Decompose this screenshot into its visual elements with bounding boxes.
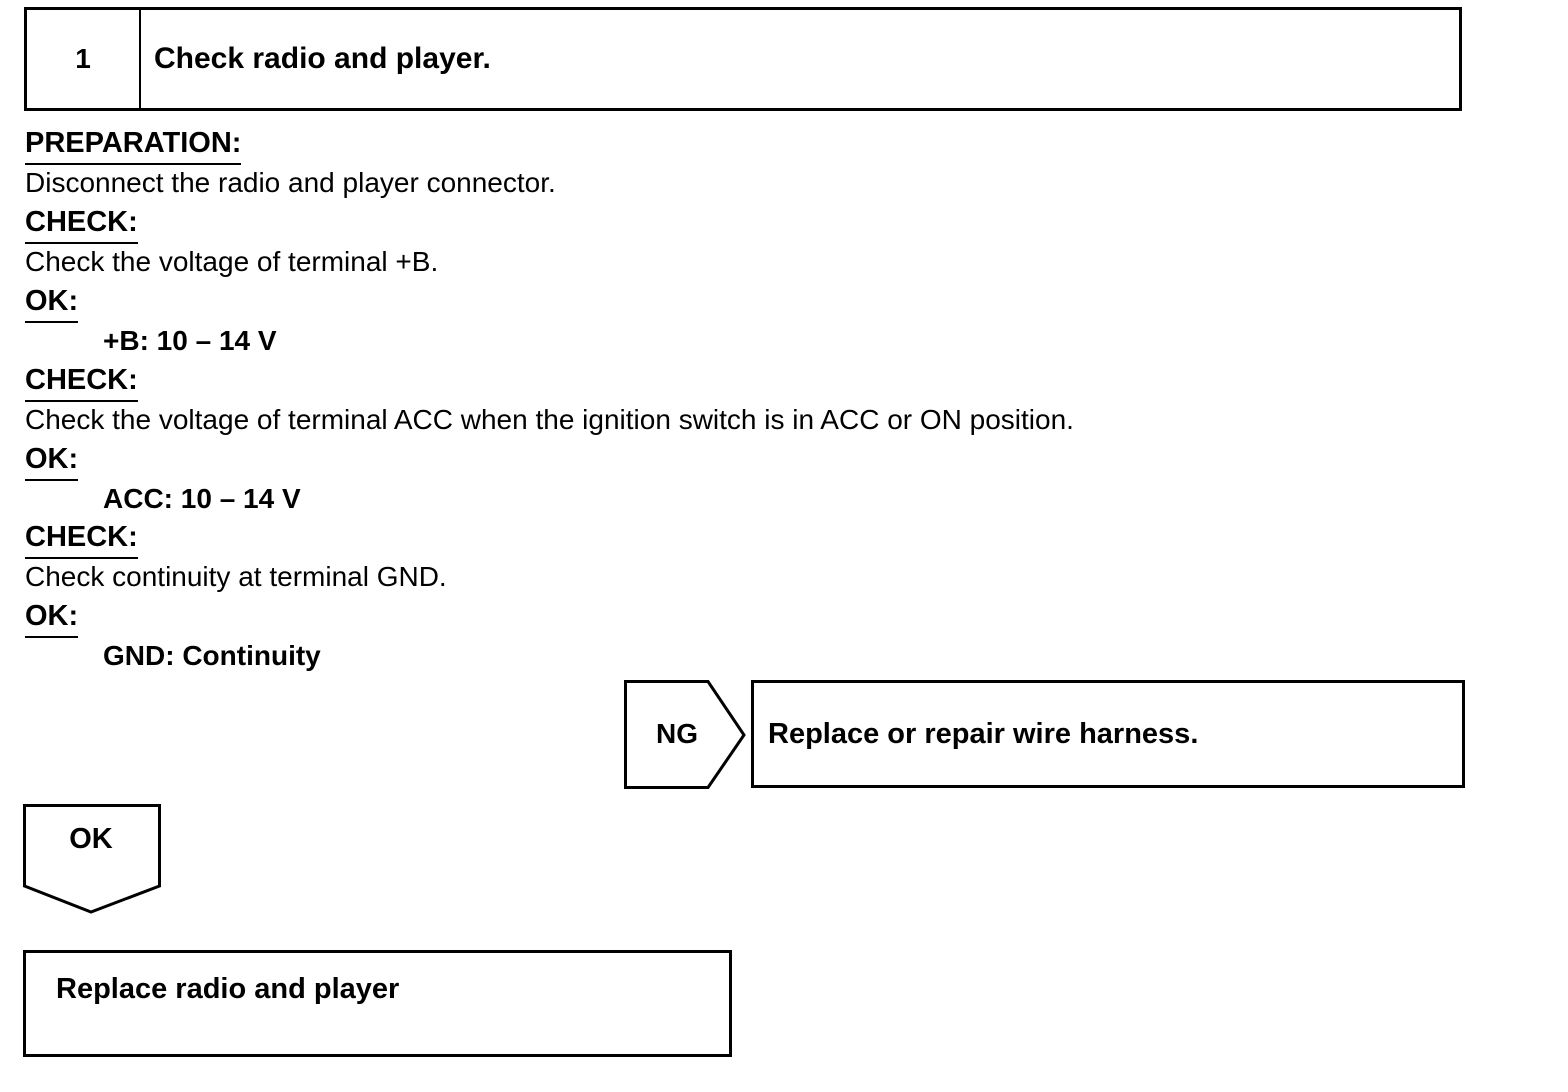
check-text-3: Check continuity at terminal GND. (25, 561, 447, 592)
check-label-2: CHECK: (25, 363, 138, 402)
ok-spec-3: GND: Continuity (103, 640, 321, 671)
check-label-1: CHECK: (25, 205, 138, 244)
ok-result-text: Replace radio and player (56, 973, 400, 1005)
check-text-1: Check the voltage of terminal +B. (25, 246, 439, 277)
check-text-2: Check the voltage of terminal ACC when t… (25, 404, 1074, 435)
ng-arrow-icon (624, 680, 746, 789)
preparation-label: PREPARATION: (25, 126, 242, 165)
step-header: 1 Check radio and player. (24, 7, 1462, 111)
ng-result-text: Replace or repair wire harness. (768, 717, 1199, 750)
ng-branch-label: NG (656, 718, 698, 749)
preparation-text: Disconnect the radio and player connecto… (25, 167, 556, 198)
ok-arrow-icon (23, 804, 161, 914)
ok-spec-2: ACC: 10 – 14 V (103, 483, 301, 514)
ok-branch-label: OK (69, 823, 113, 855)
step-number: 1 (27, 10, 141, 108)
step-title: Check radio and player. (154, 42, 491, 75)
ok-label-3: OK: (25, 599, 79, 638)
ok-label-1: OK: (25, 284, 79, 323)
ok-label-2: OK: (25, 442, 79, 481)
ng-result-box: Replace or repair wire harness. (751, 680, 1465, 788)
check-label-3: CHECK: (25, 520, 138, 559)
ok-spec-1: +B: 10 – 14 V (103, 325, 277, 356)
ok-result-box: Replace radio and player (23, 950, 732, 1057)
